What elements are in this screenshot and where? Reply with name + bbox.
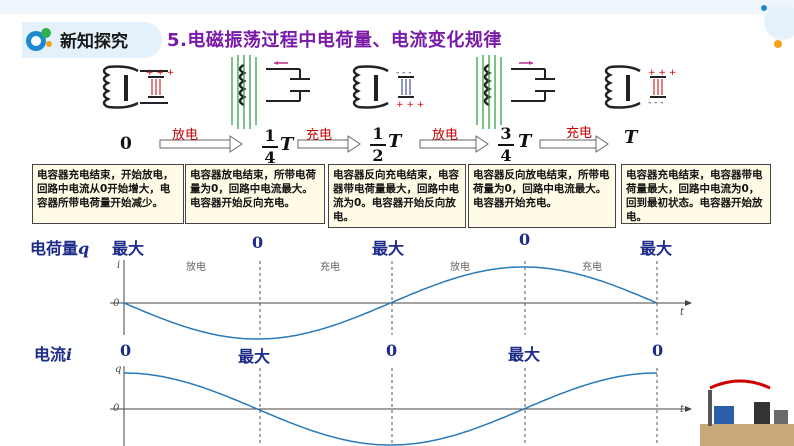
graph-charge-origin: 0 — [113, 403, 120, 414]
section-title: 新知探究 — [60, 32, 128, 52]
phase-arrow-3 — [419, 135, 489, 153]
time-quarter-num: 1 — [264, 126, 276, 145]
current-row-label: 电流i — [34, 341, 72, 365]
fraction-bar — [370, 144, 386, 146]
phase-label-3: 放电 — [432, 128, 459, 143]
svg-text:+ + +: + + + — [146, 68, 174, 78]
circuit-stage-0: + + + - - - — [102, 65, 174, 109]
graph-current-x-axis: t — [680, 307, 685, 318]
phase-label-2: 充电 — [306, 128, 333, 143]
phase-label-4: 充电 — [566, 126, 593, 141]
fraction-bar — [262, 146, 278, 148]
charge-value-3: 0 — [519, 230, 531, 249]
graph-current-origin: 0 — [113, 298, 120, 309]
time-quarter-T: T — [280, 134, 294, 155]
graph-charge — [110, 366, 692, 446]
current-value-3: 最大 — [508, 345, 541, 364]
graph-current — [110, 260, 692, 340]
circuit-stage-T: + + + - - - — [604, 65, 676, 109]
graph-charge-y-axis: q — [115, 364, 122, 375]
charge-row-label: 电荷量q — [30, 235, 89, 259]
fraction-bar — [498, 144, 514, 146]
charge-label-symbol: q — [78, 239, 90, 258]
svg-text:+ + +: + + + — [648, 68, 676, 78]
time-three-quarter-T: T — [518, 131, 532, 152]
phase-arrow-4 — [539, 135, 609, 153]
circuit-stage-quarter — [231, 55, 310, 129]
apparatus-image — [700, 379, 794, 446]
graph-phase-label-4: 充电 — [582, 262, 602, 273]
graph-phase-label-3: 放电 — [450, 262, 470, 273]
graph-phase-label-2: 充电 — [320, 262, 340, 273]
charge-label-text: 电荷量 — [30, 239, 79, 258]
time-half-num: 1 — [372, 124, 384, 143]
explanation-bubble-2: 电容器放电结束，所带电荷量为0，回路中电流最大。电容器开始反向充电。 — [185, 164, 325, 224]
current-value-0: 0 — [120, 341, 132, 360]
circuit-stage-half: - - - + + + — [352, 65, 424, 110]
graph-charge-x-axis: t — [680, 404, 685, 415]
time-zero: 0 — [120, 134, 132, 154]
charge-value-1: 0 — [252, 233, 264, 252]
phase-arrow-2 — [297, 135, 361, 153]
explanation-bubble-1: 电容器充电结束，开始放电，回路中电流从0开始增大，电容器所带电荷量开始减少。 — [32, 164, 184, 224]
time-three-quarter-num: 3 — [500, 124, 512, 143]
time-three-quarter-den: 4 — [500, 146, 512, 165]
svg-text:- - -: - - - — [146, 98, 161, 108]
current-value-4: 0 — [652, 341, 664, 360]
charge-curve — [124, 372, 657, 446]
slide-heading: 5.电磁振荡过程中电荷量、电流变化规律 — [167, 30, 502, 51]
graph-current-y-axis: i — [117, 260, 121, 271]
current-label-text: 电流 — [34, 345, 67, 364]
current-label-symbol: i — [66, 345, 73, 364]
charge-value-2: 最大 — [372, 239, 405, 258]
circuit-stage-three-quarter — [476, 55, 555, 129]
charge-value-0: 最大 — [112, 239, 145, 258]
current-value-2: 0 — [386, 341, 398, 360]
current-value-1: 最大 — [238, 347, 271, 366]
header-strip — [0, 0, 794, 14]
logo-icon — [26, 28, 52, 51]
phase-label-1: 放电 — [172, 128, 199, 143]
explanation-bubble-4: 电容器反向放电结束，所带电荷量为0，回路中电流最大。电容器开始充电。 — [468, 164, 616, 228]
graph-phase-label-1: 放电 — [186, 262, 206, 273]
svg-text:+ + +: + + + — [396, 100, 424, 110]
time-quarter-den: 4 — [264, 148, 276, 167]
svg-text:- - -: - - - — [648, 98, 663, 108]
time-full-T: T — [624, 127, 638, 148]
current-curve — [123, 266, 658, 340]
phase-arrow-1 — [159, 135, 243, 153]
time-half-den: 2 — [372, 146, 384, 165]
time-half-T: T — [388, 131, 402, 152]
phase-arrows — [159, 135, 609, 153]
charge-value-4: 最大 — [640, 239, 673, 258]
svg-text:- - -: - - - — [396, 68, 411, 78]
circuit-diagrams: + + + - - - — [102, 55, 676, 129]
explanation-bubble-5: 电容器充电结束，电容器带电荷量最大，回路中电流为0，回到最初状态。电容器开始放电… — [621, 164, 771, 224]
corner-decoration — [761, 4, 794, 48]
explanation-bubble-3: 电容器反向充电结束，电容器带电荷量最大，回路中电流为0。电容器开始反向放电。 — [328, 164, 466, 228]
